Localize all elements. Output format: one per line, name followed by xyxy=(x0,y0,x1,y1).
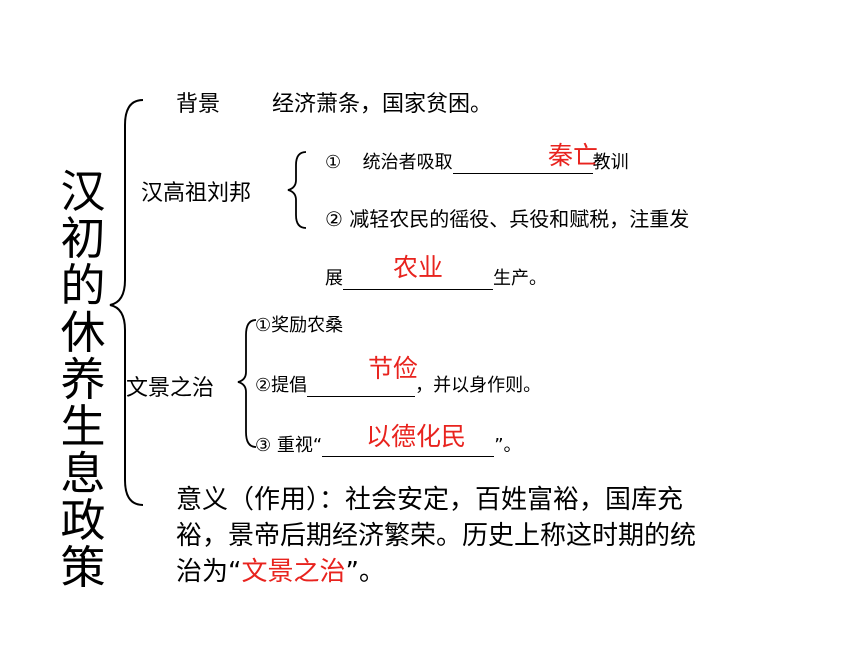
meaning-highlight: 文景之治 xyxy=(241,557,346,587)
background-text: 经济萧条，国家贫困。 xyxy=(272,92,493,117)
gaozu-item1-num: ① xyxy=(325,152,342,173)
wenjing-item2-answer: 节俭 xyxy=(368,354,419,383)
gaozu-item2-post: 生产。 xyxy=(493,268,547,289)
meaning-suffix: ”。 xyxy=(345,557,385,587)
wenjing-brace xyxy=(237,319,257,448)
wenjing-item2-blank xyxy=(307,376,416,397)
page-title: 汉初的休养生息政策 xyxy=(58,168,108,591)
wenjing-item2-pre: ②提倡 xyxy=(255,375,308,396)
wenjing-item2-post: ，并以身作则。 xyxy=(415,375,542,396)
gaozu-item2-answer: 农业 xyxy=(393,253,444,282)
gaozu-brace xyxy=(287,151,307,229)
wenjing-item3-post: ”。 xyxy=(494,435,522,456)
gaozu-item1-post: 教训 xyxy=(592,152,629,173)
wenjing-item2: ②提倡 ，并以身作则。 xyxy=(255,371,541,397)
gaozu-item1-pre: 统治者吸取 xyxy=(362,152,453,173)
wenjing-item3-pre: ③ 重视“ xyxy=(255,435,323,456)
gaozu-item1-answer: 秦亡 xyxy=(548,141,599,170)
gaozu-item2-line2: 展 生产。 xyxy=(325,264,547,290)
meaning-paragraph: 意义（作用）：社会安定，百姓富裕，国库充裕，景帝后期经济繁荣。历史上称这时期的统… xyxy=(176,482,706,590)
gaozu-item2-line1: ② 减轻农民的徭役、兵役和赋税，注重发 xyxy=(325,203,689,232)
background-label: 背景 xyxy=(176,92,221,117)
wenjing-item3: ③ 重视“ ”。 xyxy=(255,431,522,457)
gaozu-item2-text: 减轻农民的徭役、兵役和赋税，注重发 xyxy=(349,207,690,231)
gaozu-label: 汉高祖刘邦 xyxy=(141,181,252,206)
gaozu-item2-num: ② xyxy=(325,207,343,231)
gaozu-item1-blank xyxy=(452,153,593,174)
wenjing-item1: ①奖励农桑 xyxy=(255,315,344,336)
wenjing-item3-blank xyxy=(322,436,495,457)
gaozu-item2-blank xyxy=(343,269,493,290)
gaozu-item2-pre: 展 xyxy=(325,268,343,289)
meaning-prefix: 意义（作用）：社会安定，百姓富裕，国库充裕，景帝后期经济繁荣。历史上称这时期的统… xyxy=(176,485,697,587)
gaozu-item1: ① 统治者吸取 教训 xyxy=(325,148,629,174)
wenjing-item3-answer: 以德化民 xyxy=(366,422,467,451)
title-text: 汉初的休养生息政策 xyxy=(60,165,106,594)
wenjing-label: 文景之治 xyxy=(126,376,215,401)
main-brace xyxy=(109,99,144,506)
